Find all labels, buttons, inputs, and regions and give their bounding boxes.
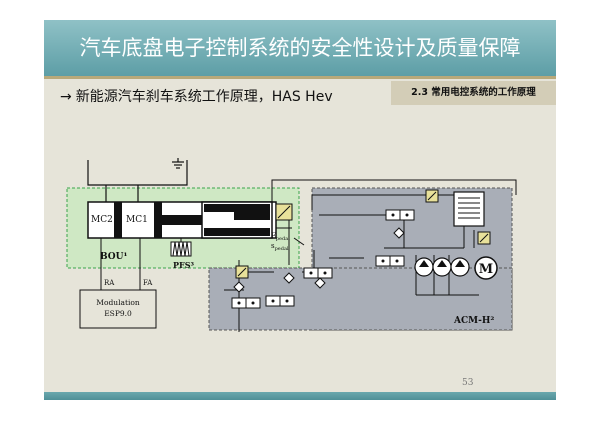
pfs-label: PFS³ [173, 260, 194, 270]
page-number: 53 [462, 378, 474, 388]
s-pedal-label: spedal [271, 242, 289, 252]
footer-bar [44, 392, 556, 400]
ra-fa-lines [100, 238, 141, 290]
modulation-label: Modulation [96, 298, 140, 307]
slide: 汽车底盘电子控制系统的安全性设计及质量保障 →新能源汽车刹车系统工作原理，HAS… [44, 20, 556, 400]
pfs-spring [170, 238, 192, 257]
valve-1 [385, 209, 415, 221]
subtitle-row: →新能源汽车刹车系统工作原理，HAS Hev [60, 86, 333, 108]
check-valves [233, 227, 405, 293]
sp-label: SP⁴ [236, 228, 253, 238]
valve-3 [303, 267, 333, 279]
pressure-sensors [235, 189, 491, 279]
pedal-sensor [275, 203, 293, 229]
valve-4 [231, 297, 261, 309]
accumulator [453, 191, 485, 227]
pumps [414, 257, 470, 277]
brake-system-diagram: MC2 MC1 SP⁴ Fpedal spedal BOU¹ PFS³ RA F… [66, 158, 517, 332]
acm-label: ACM-H² [453, 316, 494, 326]
modulation-box [79, 289, 157, 329]
f-pedal-label: Fpedal [271, 232, 290, 242]
mc1-label: MC1 [126, 215, 148, 225]
title-divider [44, 76, 556, 79]
fa-label: FA [143, 279, 153, 287]
mc2-label: MC2 [91, 215, 113, 225]
slide-title: 汽车底盘电子控制系统的安全性设计及质量保障 [79, 36, 521, 60]
motor-label: M [479, 262, 493, 277]
master-cylinder [87, 201, 277, 239]
valve-2 [375, 255, 405, 267]
title-bar [44, 20, 556, 76]
valve-5 [265, 295, 295, 307]
ra-label: RA [104, 279, 115, 287]
bou-label: BOU¹ [100, 252, 127, 262]
reservoir [87, 158, 188, 202]
arrow-icon: → [60, 89, 72, 105]
motor-icon [474, 256, 498, 280]
section-tag: 2.3 常用电控系统的工作原理 [391, 81, 556, 105]
slide-subtitle: 新能源汽车刹车系统工作原理，HAS Hev [75, 89, 333, 105]
esp-label: ESP9.0 [104, 309, 132, 318]
